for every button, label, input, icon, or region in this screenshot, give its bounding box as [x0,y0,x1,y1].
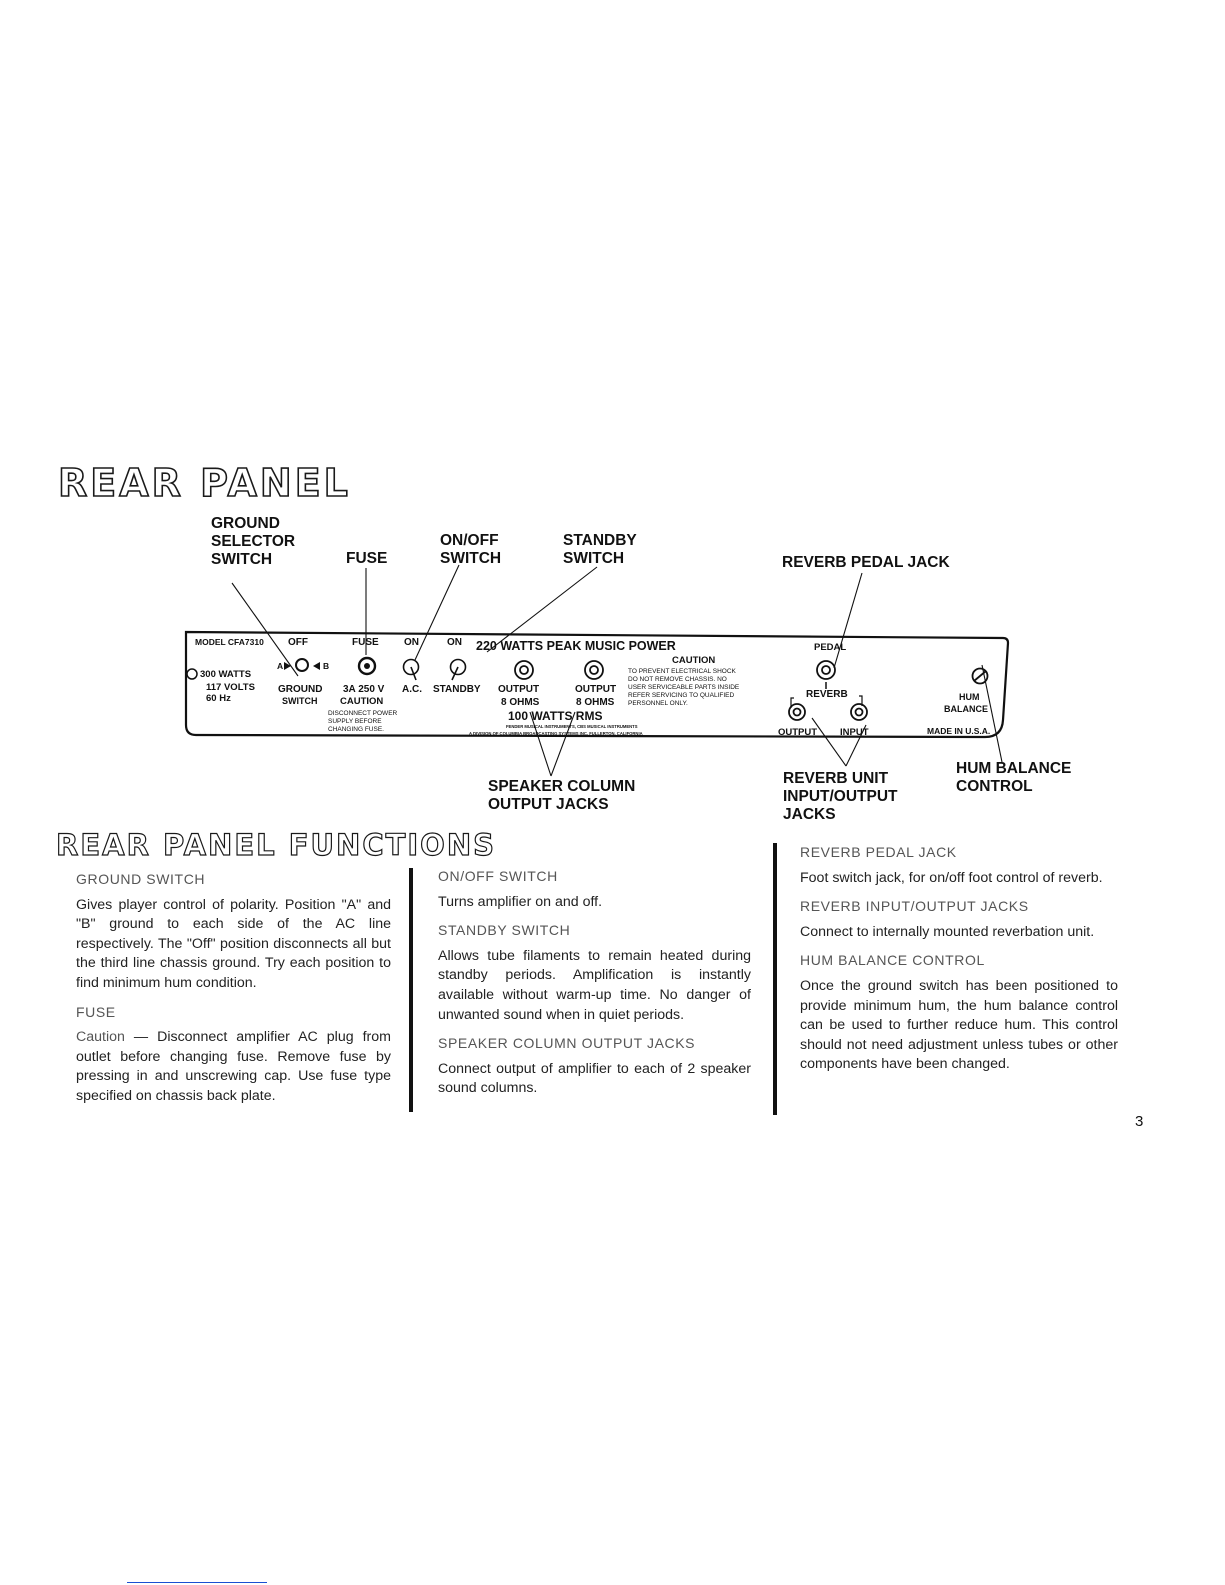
panel-fender: FENDER MUSICAL INSTRUMENTS, CBS MUSICAL … [506,724,638,729]
panel-ac: A.C. [402,684,422,695]
callout-onoff: ON/OFF SWITCH [440,532,502,567]
page-title: REAR PANEL [57,460,351,506]
panel-on-1: ON [404,637,419,648]
panel-fuse: FUSE [352,637,379,648]
hum-text: Once the ground switch has been position… [800,977,1118,1073]
panel-ohms-2: 8 OHMS [576,697,615,708]
fuse-holder-icon [357,656,377,676]
panel-model: MODEL CFA7310 [195,637,264,647]
hum-heading: HUM BALANCE CONTROL [800,952,985,969]
standby-heading: STANDBY SWITCH [438,922,571,939]
standby-toggle-icon [449,658,467,676]
callout-fuse: FUSE [346,550,388,567]
panel-caution-line-1: TO PREVENT ELECTRICAL SHOCK [628,668,737,675]
panel-caution-line-4: REFER SERVICING TO QUALIFIED [628,692,734,699]
panel-caution-line-3: USER SERVICEABLE PARTS INSIDE [628,684,740,691]
panel-pedal: PEDAL [814,642,846,653]
panel-off: OFF [288,637,308,648]
power-indicator-icon [186,668,198,680]
fuse-heading: FUSE [76,1003,116,1020]
functions-column-2: ON/OFF SWITCH Turns amplifier on and off… [438,867,751,1108]
functions-title: REAR PANEL FUNCTIONS [55,827,496,862]
panel-made-in: MADE IN U.S.A. [927,726,990,736]
panel-standby: STANDBY [433,684,481,695]
panel-disconnect-1: DISCONNECT POWER [328,710,398,717]
speaker-jack-1-icon [514,660,534,680]
reverb-input-jack-icon [850,703,868,721]
panel-power-rating: 220 WATTS PEAK MUSIC POWER [476,639,676,653]
panel-on-2: ON [447,637,462,648]
reverb-io-text: Connect to internally mounted reverbatio… [800,923,1095,940]
functions-column-1: GROUND SWITCH Gives player control of po… [76,870,391,1116]
column-divider-1 [409,868,413,1112]
panel-volts: 117 VOLTS [206,682,255,693]
pedal-heading: REVERB PEDAL JACK [800,844,957,860]
callout-speaker-column: SPEAKER COLUMN OUTPUT JACKS [488,778,636,813]
panel-rms: 100 WATTS RMS [508,709,602,723]
panel-b: B [323,661,329,671]
ground-selector-knob-icon [295,658,309,672]
leader-lines [231,564,1003,777]
pedal-jack-icon [816,660,836,680]
callout-ground-selector: GROUND SELECTOR SWITCH [211,515,296,568]
reverb-output-jack-icon [788,703,806,721]
panel-disconnect-3: CHANGING FUSE. [328,726,384,733]
panel-balance: BALANCE [944,704,988,714]
onoff-text: Turns amplifier on and off. [438,893,603,910]
pedal-text: Foot switch jack, for on/off foot contro… [800,869,1103,886]
callout-standby: STANDBY SWITCH [563,532,637,567]
onoff-toggle-icon [402,658,420,676]
panel-reverb-input: INPUT [840,727,869,738]
standby-text: Allows tube filaments to remain heated d… [438,947,751,1023]
panel-hum: HUM [959,692,980,702]
panel-ohms-1: 8 OHMS [501,697,540,708]
panel-hz: 60 Hz [206,693,231,704]
panel-output-1: OUTPUT [498,684,539,695]
panel-reverb-output: OUTPUT [778,727,817,738]
panel-a: A [277,661,283,671]
panel-caution-line-2: DO NOT REMOVE CHASSIS. NO [628,676,727,683]
panel-caution-small: CAUTION [340,696,383,707]
reverb-io-heading: REVERB INPUT/OUTPUT JACKS [800,898,1029,915]
speaker-text: Connect output of amplifier to each of 2… [438,1060,751,1097]
column-divider-2 [773,843,777,1115]
callout-hum-balance: HUM BALANCE CONTROL [956,760,1072,795]
ground-switch-heading: GROUND SWITCH [76,871,206,887]
panel-ground: GROUND [278,684,322,695]
ground-switch-text: Gives player control of polarity. Positi… [76,896,391,991]
fuse-caution-label: Caution [76,1029,125,1046]
panel-reverb: REVERB [806,689,848,700]
page-number: 3 [1135,1113,1144,1130]
speaker-jack-2-icon [584,660,604,680]
panel-fuse-rating: 3A 250 V [343,684,385,695]
onoff-heading: ON/OFF SWITCH [438,868,558,884]
panel-division: A DIVISION OF COLUMBIA BROADCASTING SYST… [469,731,643,736]
hum-balance-knob-icon [971,667,989,685]
panel-caution: CAUTION [672,655,715,666]
fuse-text-body: — Disconnect amplifier AC plug from outl… [76,1029,391,1104]
bottom-link-bar[interactable] [127,1582,267,1583]
panel-switch: SWITCH [282,696,318,706]
callout-reverb-pedal-jack: REVERB PEDAL JACK [782,554,950,571]
rear-panel-diagram: MODEL CFA7310 OFF FUSE ON ON 220 WATTS P… [184,564,1010,777]
speaker-heading: SPEAKER COLUMN OUTPUT JACKS [438,1035,696,1052]
panel-output-2: OUTPUT [575,684,616,695]
fuse-text: Caution — Disconnect amplifier AC plug f… [76,1028,391,1106]
panel-watts: 300 WATTS [200,669,251,680]
callout-reverb-unit: REVERB UNIT INPUT/OUTPUT JACKS [783,770,898,823]
panel-caution-line-5: PERSONNEL ONLY. [628,700,688,707]
panel-disconnect-2: SUPPLY BEFORE [328,718,382,725]
functions-column-3: REVERB PEDAL JACK Foot switch jack, for … [800,843,1118,1084]
